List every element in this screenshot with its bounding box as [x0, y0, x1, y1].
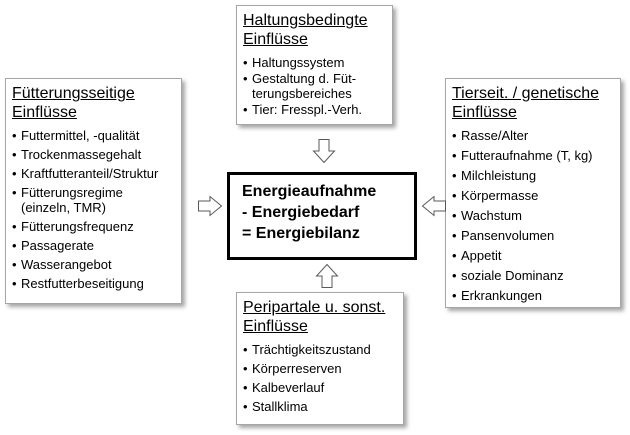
box-animal-genetic-influences: Tierseit. / genetische Einflüsse •Rasse/… — [445, 78, 621, 308]
list-item: •Fütterungsfrequenz — [12, 219, 134, 234]
list-item: •Tier: Fresspl.-Verh. — [243, 102, 363, 117]
influence-list: •Futtermittel, -qualität •Trockenmassege… — [12, 128, 175, 291]
list-item: •Futteraufnahme (T, kg) — [452, 148, 593, 163]
box-housing-influences: Haltungsbedingte Einflüsse •Haltungssyst… — [236, 5, 393, 125]
list-item: •Wachstum — [452, 208, 522, 223]
list-item: •Haltungssystem — [243, 55, 345, 70]
list-item: •Kalbeverlauf — [243, 380, 325, 395]
arrow-left-icon — [421, 195, 446, 217]
list-item: •Kraftfutteranteil/Struktur — [12, 166, 159, 181]
energy-intake-label: Energieaufnahme — [242, 183, 377, 200]
list-item: •soziale Dominanz — [452, 268, 564, 283]
list-item: •Stallklima — [243, 399, 308, 414]
list-item: •Trockenmassegehalt — [12, 147, 142, 162]
list-item: •Körpermasse — [452, 188, 539, 203]
box-feeding-influences: Fütterungsseitige Einflüsse •Futtermitte… — [5, 78, 182, 304]
list-item: •Fütterungsregime (einzeln, TMR) — [12, 185, 123, 215]
list-item: •Gestaltung d. Füt- terungsbereiches — [243, 71, 357, 101]
box-title: Tierseit. / genetische Einflüsse — [452, 85, 600, 121]
influence-list: •Rasse/Alter •Futteraufnahme (T, kg) •Mi… — [452, 128, 614, 303]
box-title: Peripartale u. sonst. Einflüsse — [243, 299, 386, 335]
list-item: •Milchleistung — [452, 168, 537, 183]
list-item: •Pansenvolumen — [452, 228, 555, 243]
energy-demand-label: - Energiebedarf — [242, 204, 360, 221]
list-item: •Appetit — [452, 248, 502, 263]
influence-list: •Haltungssystem •Gestaltung d. Füt- teru… — [243, 55, 386, 117]
arrow-right-icon — [198, 195, 223, 217]
arrow-down-icon — [312, 139, 336, 164]
list-item: •Futtermittel, -qualität — [12, 128, 140, 143]
energy-balance-label: = Energiebilanz — [242, 225, 360, 242]
list-item: •Erkrankungen — [452, 288, 542, 303]
influence-list: •Trächtigkeitszustand •Körperreserven •K… — [243, 342, 397, 414]
list-item: •Trächtigkeitszustand — [243, 342, 371, 357]
energy-balance-box: Energieaufnahme - Energiebedarf = Energi… — [227, 172, 417, 260]
list-item: •Wasserangebot — [12, 257, 112, 272]
list-item: •Restfutterbeseitigung — [12, 276, 144, 291]
list-item: •Passagerate — [12, 238, 94, 253]
box-title: Haltungsbedingte Einflüsse — [243, 12, 368, 48]
box-title: Fütterungsseitige Einflüsse — [12, 85, 135, 121]
box-peripartal-influences: Peripartale u. sonst. Einflüsse •Trächti… — [236, 292, 404, 425]
arrow-up-icon — [315, 263, 339, 288]
list-item: •Körperreserven — [243, 361, 342, 376]
list-item: •Rasse/Alter — [452, 128, 529, 143]
